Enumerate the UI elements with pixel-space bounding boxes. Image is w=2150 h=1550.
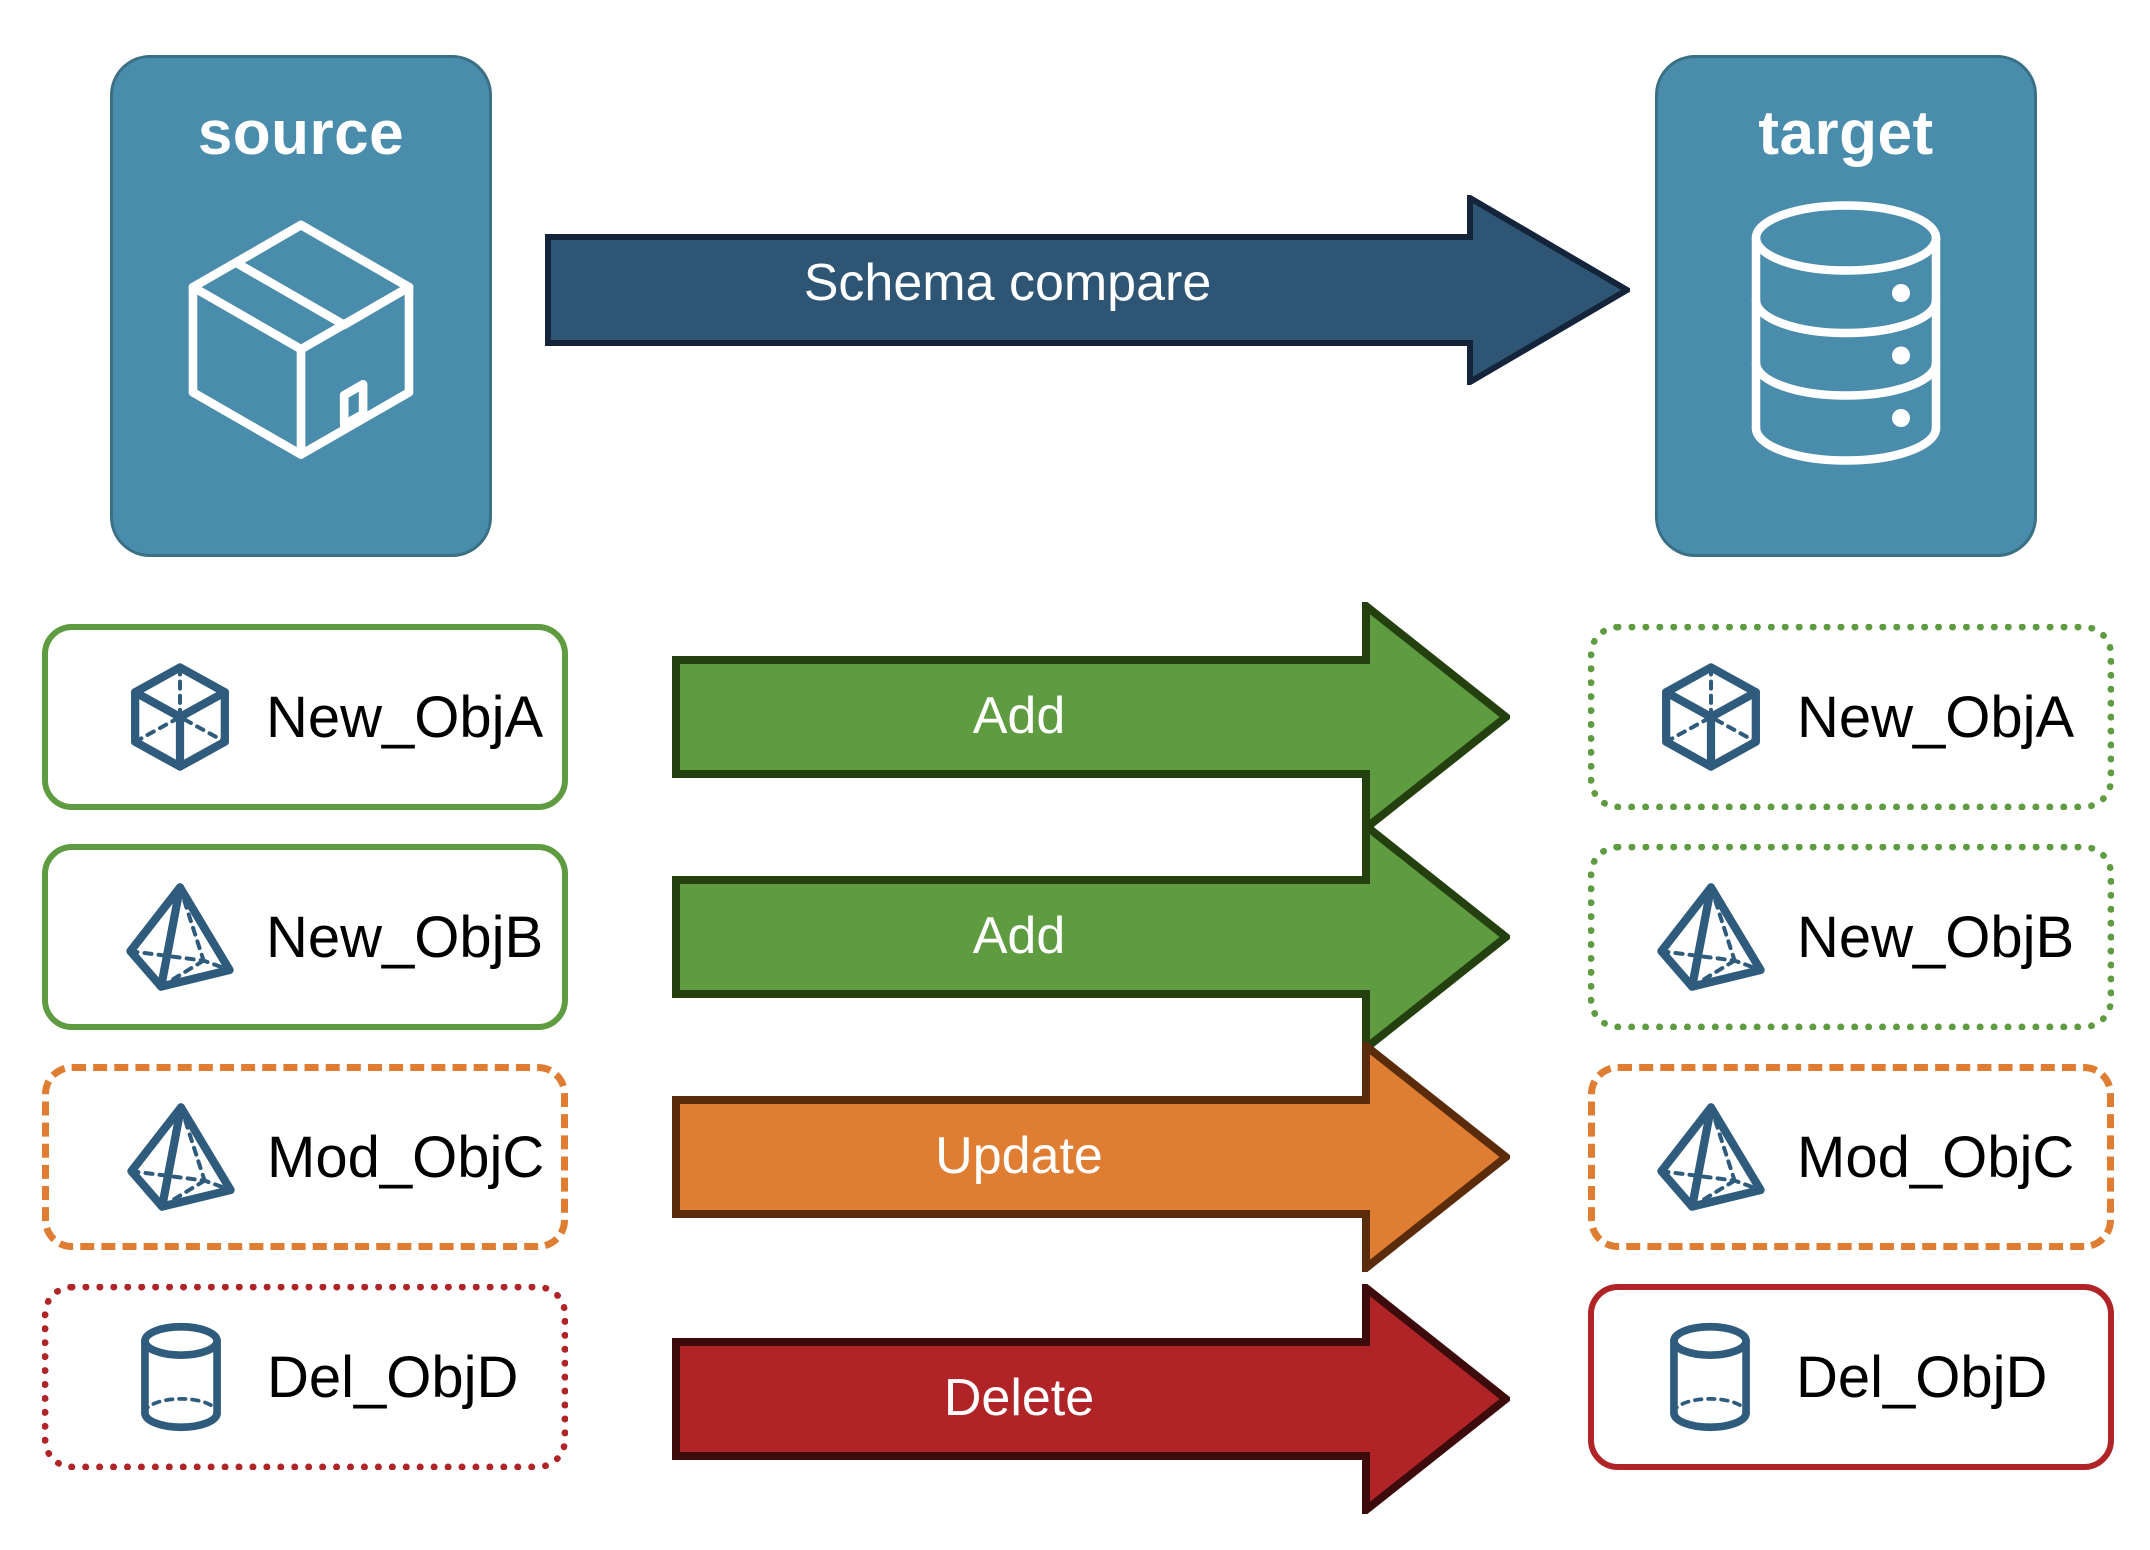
target-endpoint-panel: target	[1655, 55, 2037, 557]
pyramid-wireframe-icon	[121, 1097, 241, 1217]
source-card-row-2[interactable]: Mod_ObjC	[42, 1064, 568, 1250]
action-arrow-row-0: Add	[672, 597, 1513, 837]
target-card-label-row-3: Del_ObjD	[1796, 1344, 2048, 1410]
source-title: source	[197, 99, 405, 168]
source-card-row-1[interactable]: New_ObjB	[42, 844, 568, 1030]
target-card-row-0[interactable]: New_ObjA	[1588, 624, 2114, 810]
target-title: target	[1758, 99, 1934, 168]
source-card-label-row-0: New_ObjA	[266, 684, 544, 750]
target-card-label-row-1: New_ObjB	[1797, 904, 2075, 970]
target-card-label-row-2: Mod_ObjC	[1797, 1124, 2075, 1190]
cube-wireframe-icon	[120, 657, 240, 777]
target-card-row-2[interactable]: Mod_ObjC	[1588, 1064, 2114, 1250]
action-arrow-row-2: Update	[672, 1037, 1513, 1277]
cube-wireframe-icon	[1651, 657, 1771, 777]
source-card-row-0[interactable]: New_ObjA	[42, 624, 568, 810]
database-cylinder-icon	[1721, 198, 1971, 473]
pyramid-wireframe-icon	[1651, 1097, 1771, 1217]
source-card-row-3[interactable]: Del_ObjD	[42, 1284, 568, 1470]
schema-compare-label: Schema compare	[803, 254, 1212, 312]
cylinder-wireframe-icon	[1650, 1317, 1770, 1437]
target-card-row-1[interactable]: New_ObjB	[1588, 844, 2114, 1030]
target-card-row-3[interactable]: Del_ObjD	[1588, 1284, 2114, 1470]
pyramid-wireframe-icon	[1651, 877, 1771, 997]
package-box-icon	[166, 198, 436, 473]
cylinder-wireframe-icon	[121, 1317, 241, 1437]
pyramid-wireframe-icon	[120, 877, 240, 997]
schema-compare-arrow: Schema compare	[545, 192, 1633, 388]
source-card-label-row-3: Del_ObjD	[267, 1344, 519, 1410]
source-card-label-row-1: New_ObjB	[266, 904, 544, 970]
source-card-label-row-2: Mod_ObjC	[267, 1124, 545, 1190]
target-card-label-row-0: New_ObjA	[1797, 684, 2075, 750]
source-endpoint-panel: source	[110, 55, 492, 557]
action-arrow-row-1: Add	[672, 817, 1513, 1057]
action-arrow-row-3: Delete	[672, 1279, 1513, 1519]
